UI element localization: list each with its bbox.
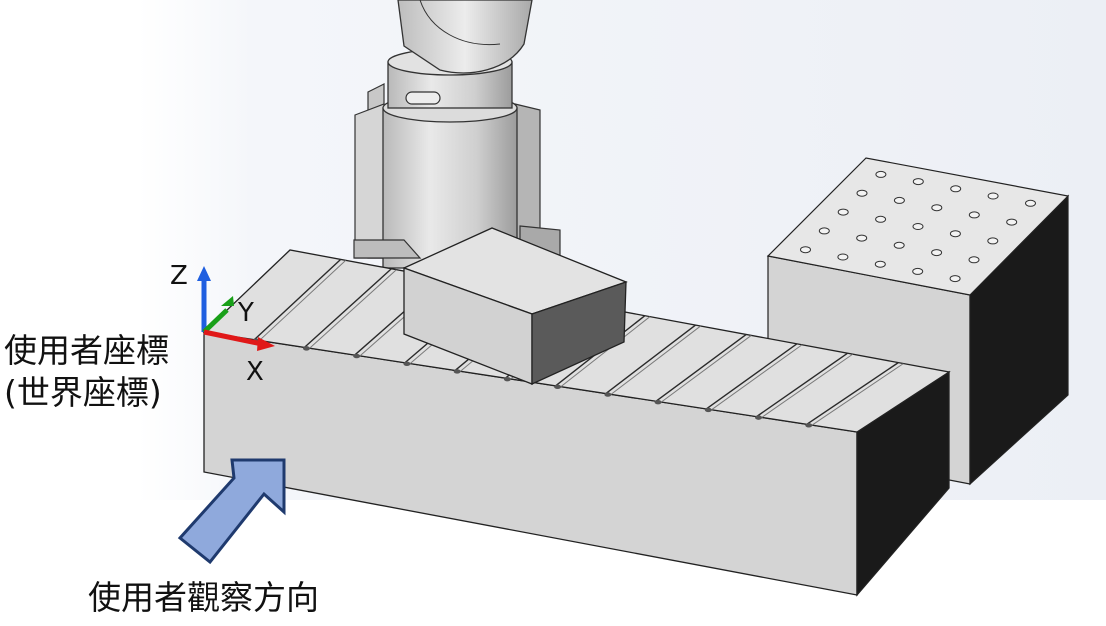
y-axis-arrowhead [221,296,234,306]
block-hole [1025,199,1036,207]
view-direction-label: 使用者觀察方向 [88,578,319,617]
robot-foot-left [353,239,422,259]
z-axis-arrowhead [197,266,211,281]
block-hole [874,260,886,268]
block-hole [987,237,999,245]
t-slot [654,333,752,405]
user-coordinate-label: 使用者座標 [4,331,169,370]
robot-arm-edge [419,0,501,46]
perforated-block-holes [800,170,1036,283]
block-hole [987,192,999,200]
block-hole [949,230,961,238]
t-slot [704,343,803,413]
block-hole [875,215,887,223]
block-hole [931,249,943,257]
x-axis-line [203,329,263,347]
t-slot [302,268,397,351]
coordinate-axes: Z Y X [170,261,275,387]
block-hole [893,196,905,204]
z-axis-label: Z [170,261,188,291]
robot-collar-slot [405,91,441,105]
x-axis-label: X [246,357,264,387]
t-slot [805,362,904,428]
block-hole [800,246,811,254]
block-hole [837,208,849,216]
t-slot [604,324,701,397]
block-hole [1006,218,1018,226]
robot-pedestal-left [354,103,385,259]
block-hole [968,211,980,219]
block-hole [893,241,905,249]
block-hole [856,189,868,197]
block-hole [968,256,980,264]
y-axis-label: Y [237,298,254,328]
world-coordinate-label: (世界座標) [4,373,162,412]
t-slot [755,352,853,420]
y-axis-line [202,308,229,334]
block-hole [912,223,924,230]
workpiece [402,227,628,386]
block-hole [875,170,887,178]
block-hole [950,185,962,193]
block-hole [837,253,849,261]
workpiece-side-face [531,281,627,386]
block-hole [912,178,924,186]
block-hole [912,267,924,275]
view-direction-arrow [177,458,286,565]
robot-arm-link [397,0,533,74]
block-hole [856,234,868,242]
block-hole [949,275,961,283]
block-hole [931,204,943,212]
block-hole [818,227,830,235]
x-axis-arrowhead [257,337,275,351]
